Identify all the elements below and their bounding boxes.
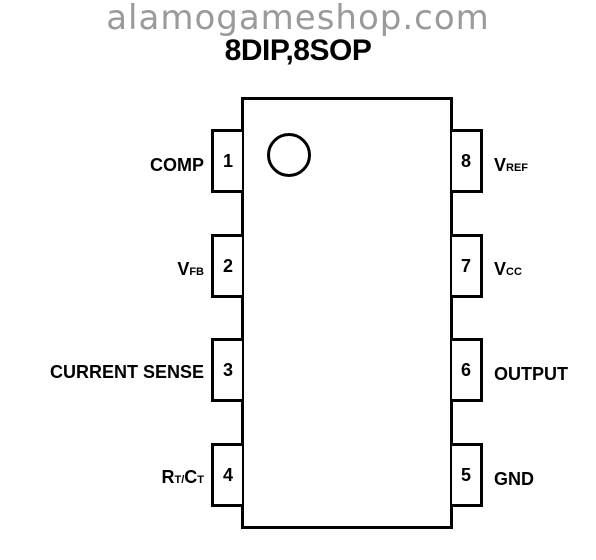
pin-6-label: OUTPUT	[494, 364, 568, 385]
pin-4-label-text-2: C	[184, 467, 198, 487]
watermark-text: alamogameshop.com	[106, 0, 490, 38]
pin-2-label-subscript: FB	[189, 266, 204, 278]
pin-7-number: 7	[460, 255, 471, 276]
pin-7-label: VCC	[494, 259, 522, 280]
pin-2-number: 2	[222, 255, 233, 276]
pin-7-label-subscript: CC	[506, 266, 522, 278]
ic-body	[241, 97, 453, 529]
pin-8-box: 8	[452, 129, 483, 193]
pin-1-label: COMP	[150, 155, 204, 176]
package-title: 8DIP,8SOP	[224, 34, 372, 67]
pin-4-label-subscript-2: T	[197, 474, 204, 486]
pin-2-box: 2	[211, 234, 242, 298]
pin-5-number: 5	[460, 464, 471, 485]
pin-7-label-text: V	[494, 259, 507, 279]
pin-6-label-text: OUTPUT	[494, 364, 568, 384]
pin-3-label-text: CURRENT SENSE	[49, 362, 204, 382]
pin-4-label: RT/CT	[161, 467, 204, 488]
pin-3-label: CURRENT SENSE	[50, 362, 204, 383]
pin-4-label-subscript: T/	[174, 474, 185, 486]
pin-8-label-text: V	[494, 155, 507, 175]
pin-3-number: 3	[222, 359, 233, 380]
pin-6-number: 6	[460, 359, 471, 380]
pin-2-label-text: V	[177, 259, 190, 279]
pin-8-label-subscript: REF	[506, 162, 529, 174]
pin-5-label-text: GND	[494, 469, 534, 489]
pin1-notch-circle	[267, 133, 311, 177]
pin-2-label: VFB	[177, 259, 204, 280]
pin-1-label-text: COMP	[150, 155, 204, 175]
pin-7-box: 7	[452, 234, 483, 298]
pin-3-box: 3	[211, 338, 242, 402]
pin-5-label: GND	[494, 469, 534, 490]
pin-6-box: 6	[452, 338, 483, 402]
pin-4-box: 4	[211, 443, 242, 507]
pin-1-number: 1	[222, 150, 233, 171]
pin-5-box: 5	[452, 443, 483, 507]
pin-4-label-text: R	[161, 467, 175, 487]
pin-8-label: VREF	[494, 155, 528, 176]
pin-4-number: 4	[222, 464, 233, 485]
pin-8-number: 8	[460, 150, 471, 171]
pin-1-box: 1	[211, 129, 242, 193]
